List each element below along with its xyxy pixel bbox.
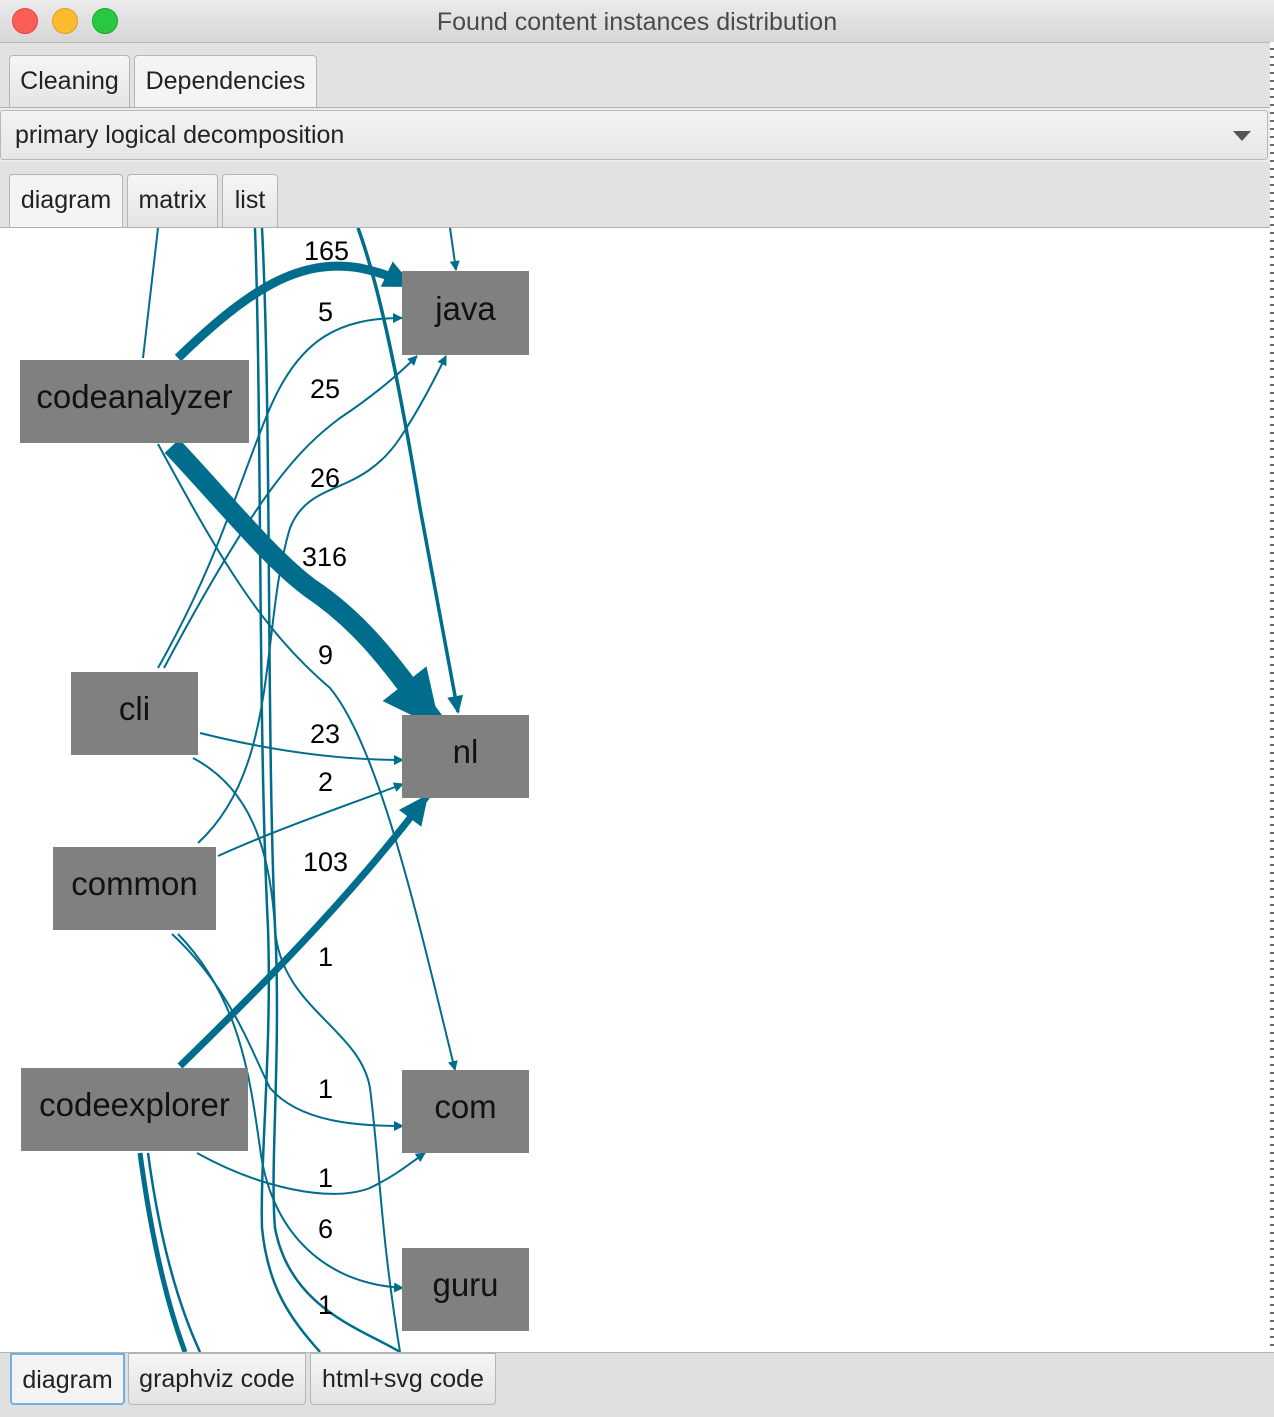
node-common[interactable]: common — [53, 847, 216, 930]
window-right-border — [1270, 42, 1274, 1416]
edge — [196, 1152, 426, 1195]
window-title: Found content instances distribution — [436, 8, 838, 36]
edge — [142, 228, 159, 359]
node-codeexplorer[interactable]: codeexplorer — [21, 1068, 248, 1151]
edge-label: 165 — [304, 236, 349, 266]
node-label: nl — [453, 733, 479, 770]
edge — [157, 313, 403, 669]
node-label: common — [71, 865, 198, 902]
zoom-window-button[interactable] — [92, 8, 118, 34]
bottom-tab-html-svg-code[interactable]: html+svg code — [310, 1353, 496, 1405]
dependency-diagram[interactable]: 165 5 25 26 316 9 23 2 103 1 1 1 6 1 jav… — [0, 228, 1270, 1352]
decomposition-select[interactable]: primary logical decomposition — [0, 110, 1268, 160]
edge — [260, 228, 401, 1352]
edge-label: 25 — [310, 374, 340, 404]
node-java[interactable]: java — [402, 271, 529, 355]
bottom-tab-diagram[interactable]: diagram — [10, 1353, 125, 1405]
edge — [177, 793, 430, 1069]
edge — [449, 228, 460, 271]
edge-label: 316 — [302, 542, 347, 572]
node-label: guru — [432, 1266, 498, 1303]
edge — [253, 228, 321, 1352]
node-cli[interactable]: cli — [71, 672, 198, 755]
edges-thin — [142, 228, 460, 1352]
decomposition-select-value: primary logical decomposition — [15, 121, 345, 149]
bottom-tab-graphviz-code[interactable]: graphviz code — [128, 1353, 306, 1405]
tab-dependencies[interactable]: Dependencies — [134, 55, 317, 107]
edge-label: 1 — [318, 1074, 333, 1104]
edge-label: 2 — [318, 767, 333, 797]
edge — [197, 355, 447, 844]
top-tab-bar: Cleaning Dependencies — [0, 43, 1270, 108]
chevron-down-icon — [1233, 131, 1251, 141]
edge-label: 1 — [318, 1290, 333, 1320]
edge — [157, 443, 458, 1071]
tab-matrix[interactable]: matrix — [127, 174, 218, 227]
edge-label: 23 — [310, 719, 340, 749]
edge — [356, 228, 464, 714]
edge — [217, 782, 404, 857]
node-guru[interactable]: guru — [402, 1248, 529, 1331]
edge — [164, 439, 446, 733]
node-label: codeanalyzer — [36, 378, 232, 415]
node-label: cli — [119, 690, 150, 727]
tab-cleaning[interactable]: Cleaning — [9, 55, 130, 107]
minimize-window-button[interactable] — [52, 8, 78, 34]
edge — [199, 732, 404, 765]
bottom-tab-bar: diagram graphviz code html+svg code — [0, 1352, 1274, 1417]
close-window-button[interactable] — [12, 8, 38, 34]
node-label: com — [434, 1088, 496, 1125]
tab-list[interactable]: list — [222, 174, 278, 227]
view-tab-bar: diagram matrix list — [0, 162, 1270, 228]
node-com[interactable]: com — [402, 1070, 529, 1153]
edge-label: 9 — [318, 640, 333, 670]
node-label: java — [434, 290, 496, 327]
edge — [146, 1152, 202, 1352]
edge-labels: 165 5 25 26 316 9 23 2 103 1 1 1 6 1 — [302, 236, 349, 1320]
edge — [174, 261, 414, 362]
edge-label: 103 — [303, 847, 348, 877]
dependency-graph-svg: 165 5 25 26 316 9 23 2 103 1 1 1 6 1 jav… — [20, 228, 529, 1352]
edge-label: 6 — [318, 1214, 333, 1244]
node-label: codeexplorer — [39, 1086, 230, 1123]
tab-diagram[interactable]: diagram — [9, 174, 123, 227]
edge — [192, 757, 401, 1352]
edge-label: 26 — [310, 463, 340, 493]
edges-thick — [137, 228, 464, 1352]
edge-label: 5 — [318, 297, 333, 327]
edge-label: 1 — [318, 942, 333, 972]
edge — [177, 933, 404, 1293]
title-bar: Found content instances distribution — [0, 0, 1274, 43]
edge-label: 1 — [318, 1163, 333, 1193]
node-codeanalyzer[interactable]: codeanalyzer — [20, 360, 249, 443]
node-nl[interactable]: nl — [402, 715, 529, 798]
edge — [137, 1152, 188, 1352]
